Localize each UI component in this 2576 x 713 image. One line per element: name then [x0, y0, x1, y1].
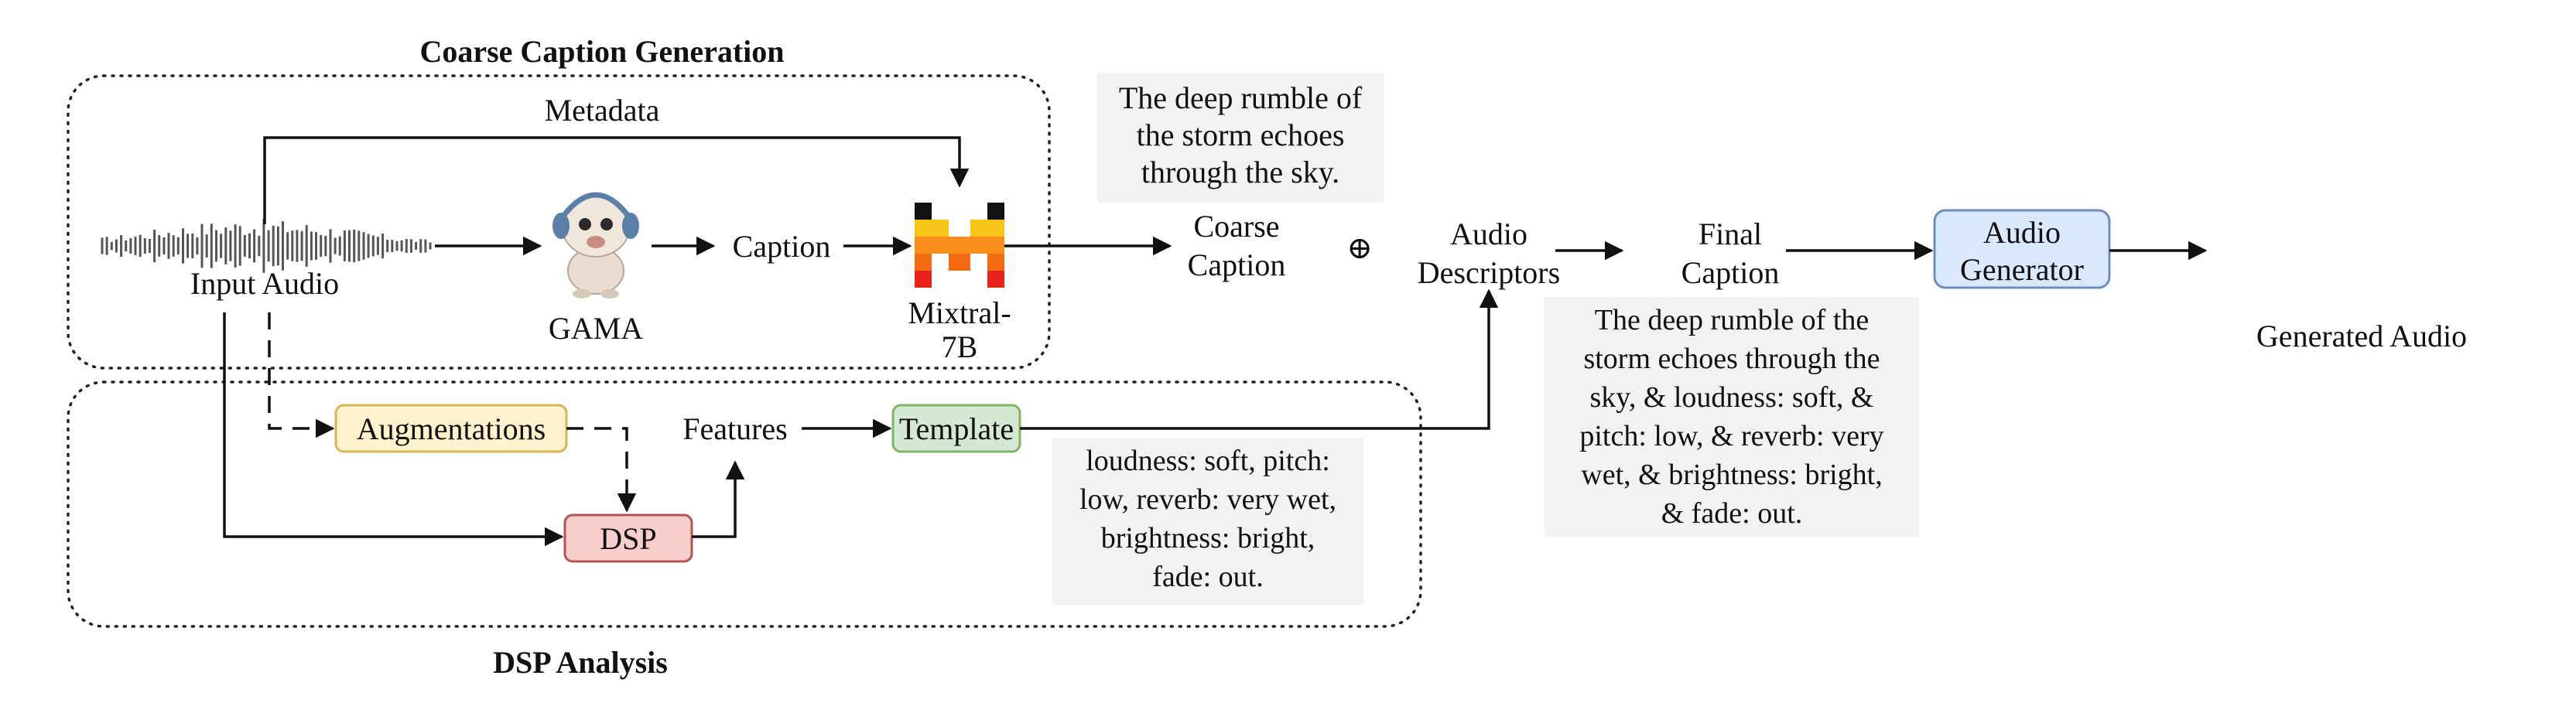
coarse-example-line-3: through the sky. [1141, 155, 1339, 189]
coarse-caption-title: Coarse Caption Generation [419, 34, 784, 69]
descriptor-example-line-2: low, reverb: very wet, [1079, 483, 1336, 516]
augmentations-label: Augmentations [357, 411, 546, 446]
descriptor-example-box [1052, 438, 1363, 605]
final-caption-label-line2: Caption [1681, 255, 1780, 290]
final-example-line-1: The deep rumble of the [1595, 304, 1870, 336]
final-example-line-4: pitch: low, & reverb: very [1579, 420, 1883, 452]
mistral-logo-icon [915, 203, 1004, 288]
final-example-line-6: & fade: out. [1661, 497, 1803, 530]
audio-descriptors-label-line2: Descriptors [1418, 255, 1560, 290]
descriptor-example-line-3: brightness: bright, [1101, 522, 1315, 554]
dsp-analysis-title: DSP Analysis [493, 645, 668, 680]
generated-audio-waveform-icon [2213, 191, 2521, 310]
final-example-line-2: storm echoes through the [1583, 343, 1880, 375]
gama-label: GAMA [549, 311, 643, 346]
coarse-example-line-1: The deep rumble of [1119, 80, 1363, 115]
concat-symbol: ⊕ [1346, 230, 1373, 265]
audio-descriptors-label-line1: Audio [1450, 217, 1527, 251]
coarse-caption-label-line1: Coarse [1193, 209, 1279, 244]
coarse-caption-example-box [1097, 73, 1384, 203]
final-example-line-5: wet, & brightness: bright, [1581, 459, 1882, 491]
audio-generator-box [1933, 209, 2111, 289]
dsp-label: DSP [600, 521, 656, 556]
generated-audio-label: Generated Audio [2256, 319, 2467, 353]
audio-generator-label-line1: Audio [1983, 215, 2061, 250]
coarse-caption-label-line2: Caption [1188, 247, 1286, 282]
metadata-label: Metadata [545, 93, 660, 128]
dsp-box [563, 513, 693, 563]
features-label: Features [682, 411, 788, 446]
template-label: Template [899, 411, 1014, 446]
caption-label: Caption [733, 229, 831, 264]
final-caption-example-box [1545, 297, 1919, 537]
coarse-example-line-2: the storm echoes [1137, 118, 1345, 152]
gama-lamb-icon [552, 192, 639, 299]
final-caption-label-line1: Final [1699, 217, 1762, 251]
final-example-line-3: sky, & loudness: soft, & [1590, 381, 1874, 414]
descriptor-example-line-4: fade: out. [1152, 561, 1264, 593]
dsp-analysis-region [67, 380, 1422, 628]
descriptor-example-line-1: loudness: soft, pitch: [1086, 445, 1330, 477]
input-audio-label: Input Audio [190, 266, 339, 301]
mixtral-label-line1: Mixtral- [908, 295, 1011, 330]
audio-generator-label-line2: Generator [1960, 252, 2084, 287]
mixtral-label-line2: 7B [942, 329, 978, 364]
input-waveform-icon [101, 219, 432, 273]
